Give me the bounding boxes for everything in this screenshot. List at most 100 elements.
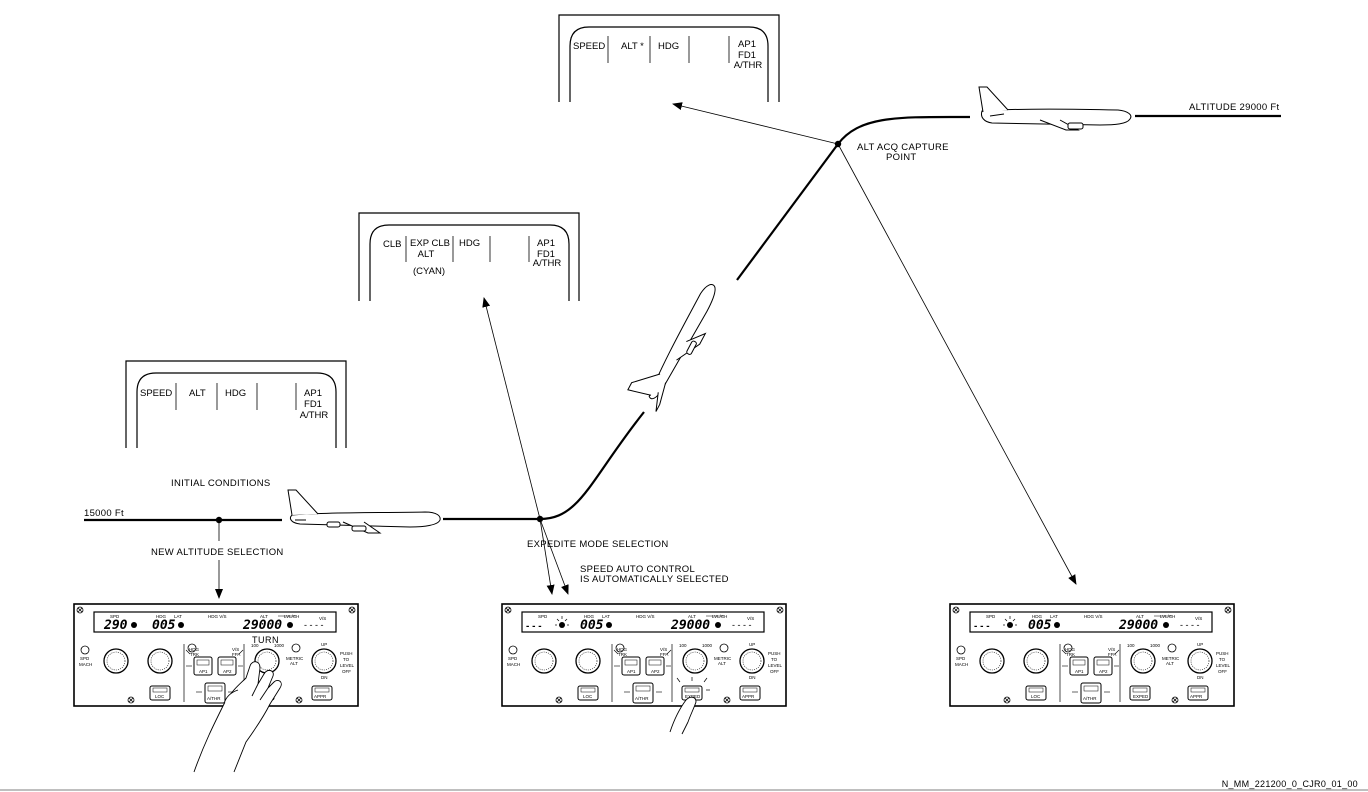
expedite-mode-selection-label: EXPEDITE MODE SELECTION (527, 539, 669, 550)
fma-clb: CLB (383, 239, 401, 250)
fma-fd1: FD1 (304, 399, 322, 410)
fpa-label: FPA (232, 652, 240, 657)
hundred-label: 100 (1127, 643, 1135, 648)
spd-label: SPD (508, 656, 518, 661)
callout-arrows (215, 102, 1077, 599)
alt-acq-point-label: POINT (886, 152, 917, 163)
turn-label: TURN (252, 635, 279, 645)
spd-header: SPD (538, 614, 548, 619)
speed-auto-control-label: SPEED AUTO CONTROL (580, 564, 695, 575)
metric-label: METRIC (1162, 656, 1180, 661)
altitude-29000-label: ALTITUDE 29000 Ft (1189, 102, 1280, 113)
fma-fd1: FD1 (738, 50, 756, 61)
fpa-label: FPA (660, 652, 668, 657)
spd-label: SPD (80, 656, 90, 661)
to-label: TO (771, 657, 778, 662)
alt-display: 29000 (1118, 618, 1158, 633)
vs-dashes: - - - - (1180, 620, 1200, 630)
appr-button-label: APPR (1190, 694, 1203, 699)
hdg-display: 005 (152, 618, 176, 633)
exped-button-label: EXPED (685, 694, 701, 699)
fma-ap1: AP1 (304, 388, 322, 399)
fma-hdg: HDG (658, 41, 679, 52)
to-label: TO (343, 657, 350, 662)
mach-label: MACH (955, 662, 968, 667)
dn-label: DN (321, 675, 328, 680)
fcu-panel-2: SPD HDG LAT HDG V/S ALT LVL/CH V/S - - -… (501, 603, 787, 735)
up-label: UP (1197, 642, 1203, 647)
hundred-label: 100 (251, 643, 259, 648)
aircraft-cruise-icon (978, 86, 1132, 131)
fma-hdg: HDG (459, 238, 480, 249)
spd-display: - - - (526, 621, 542, 632)
alt-display: 29000 (242, 618, 282, 633)
hdgvs-header: HDG V/S (636, 614, 655, 619)
off-label: OFF (342, 669, 351, 674)
lat-header: LAT (1050, 614, 1058, 619)
mach-label: MACH (79, 662, 92, 667)
ap1-button-label: AP1 (1075, 669, 1084, 674)
up-label: UP (749, 642, 755, 647)
hdg-display: 005 (580, 618, 604, 633)
fpa-label: FPA (1108, 652, 1116, 657)
fma-ap1: AP1 (537, 238, 555, 249)
hundred-label: 100 (679, 643, 687, 648)
alt-header: ALT (688, 614, 696, 619)
off-label: OFF (770, 669, 779, 674)
spd-display: - - - (974, 621, 990, 632)
ap1-button-label: AP1 (627, 669, 636, 674)
vs-header: V/S (747, 616, 754, 621)
level-label: LEVEL (340, 663, 355, 668)
trk-label: TRK (1066, 652, 1075, 657)
lat-header: LAT (602, 614, 610, 619)
exped-button-label: EXPED (1133, 694, 1149, 699)
appr-button-label: APPR (314, 694, 327, 699)
flight-path (84, 114, 1281, 524)
fma-alt-armed: ALT (418, 249, 435, 260)
hdg-header: HDG (156, 614, 166, 619)
alt-header: ALT (1136, 614, 1144, 619)
fma-expedite: CLB EXP CLB ALT (CYAN) HDG AP1 FD1 A/THR (358, 212, 580, 301)
mach-label: MACH (507, 662, 520, 667)
fcu-panel-1: SPD HDG LAT HDG V/S ALT LVL/CH V/S 290 0… (73, 603, 359, 773)
new-altitude-selection-label: NEW ALTITUDE SELECTION (151, 547, 284, 558)
fma-initial: SPEED ALT HDG AP1 FD1 A/THR (125, 360, 347, 448)
ap1-button-label: AP1 (199, 669, 208, 674)
dn-label: DN (1197, 675, 1204, 680)
thousand-label: 1000 (702, 643, 713, 648)
fma-athr: A/THR (533, 258, 562, 269)
fma-capture: SPEED ALT * HDG AP1 FD1 A/THR (558, 14, 780, 102)
alt-display: 29000 (670, 618, 710, 633)
fma-exp-clb: EXP CLB (410, 238, 450, 249)
off-label: OFF (1218, 669, 1227, 674)
athr-button-label: A/THR (1083, 696, 1097, 701)
alt-header: ALT (260, 614, 268, 619)
hdg-label: HDG (1065, 647, 1075, 652)
trk-label: TRK (190, 652, 199, 657)
hdg-label: HDG (617, 647, 627, 652)
metric-alt-label: ALT (1166, 661, 1174, 666)
loc-button-label: LOC (583, 694, 593, 699)
metric-alt-label: ALT (290, 661, 298, 666)
hdgvs-header: HDG V/S (1084, 614, 1103, 619)
loc-button-label: LOC (1031, 694, 1041, 699)
spd-header: SPD (986, 614, 996, 619)
push-label: PUSH (768, 651, 781, 656)
vs-dashes: - - - - (304, 620, 324, 630)
push-label: PUSH (340, 651, 353, 656)
alt-acq-capture-label: ALT ACQ CAPTURE (857, 142, 949, 153)
fma-athr: A/THR (734, 60, 763, 71)
lvlch-header: LVL/CH (712, 614, 727, 619)
loc-button-label: LOC (155, 694, 165, 699)
aircraft-climb-icon (627, 284, 716, 412)
speed-auto-control-label-2: IS AUTOMATICALLY SELECTED (580, 574, 729, 585)
fcu-panel-3: SPD HDG LAT HDG V/S ALT LVL/CH V/S - - -… (949, 603, 1235, 707)
athr-button-label: A/THR (207, 696, 221, 701)
vs-label: V/S (1108, 647, 1115, 652)
ap2-button-label: AP2 (223, 669, 232, 674)
initial-conditions-label: INITIAL CONDITIONS (171, 478, 271, 489)
fma-cyan-note: (CYAN) (413, 266, 445, 277)
spd-label: SPD (956, 656, 966, 661)
ap2-button-label: AP2 (1099, 669, 1108, 674)
hdg-header: HDG (1032, 614, 1042, 619)
